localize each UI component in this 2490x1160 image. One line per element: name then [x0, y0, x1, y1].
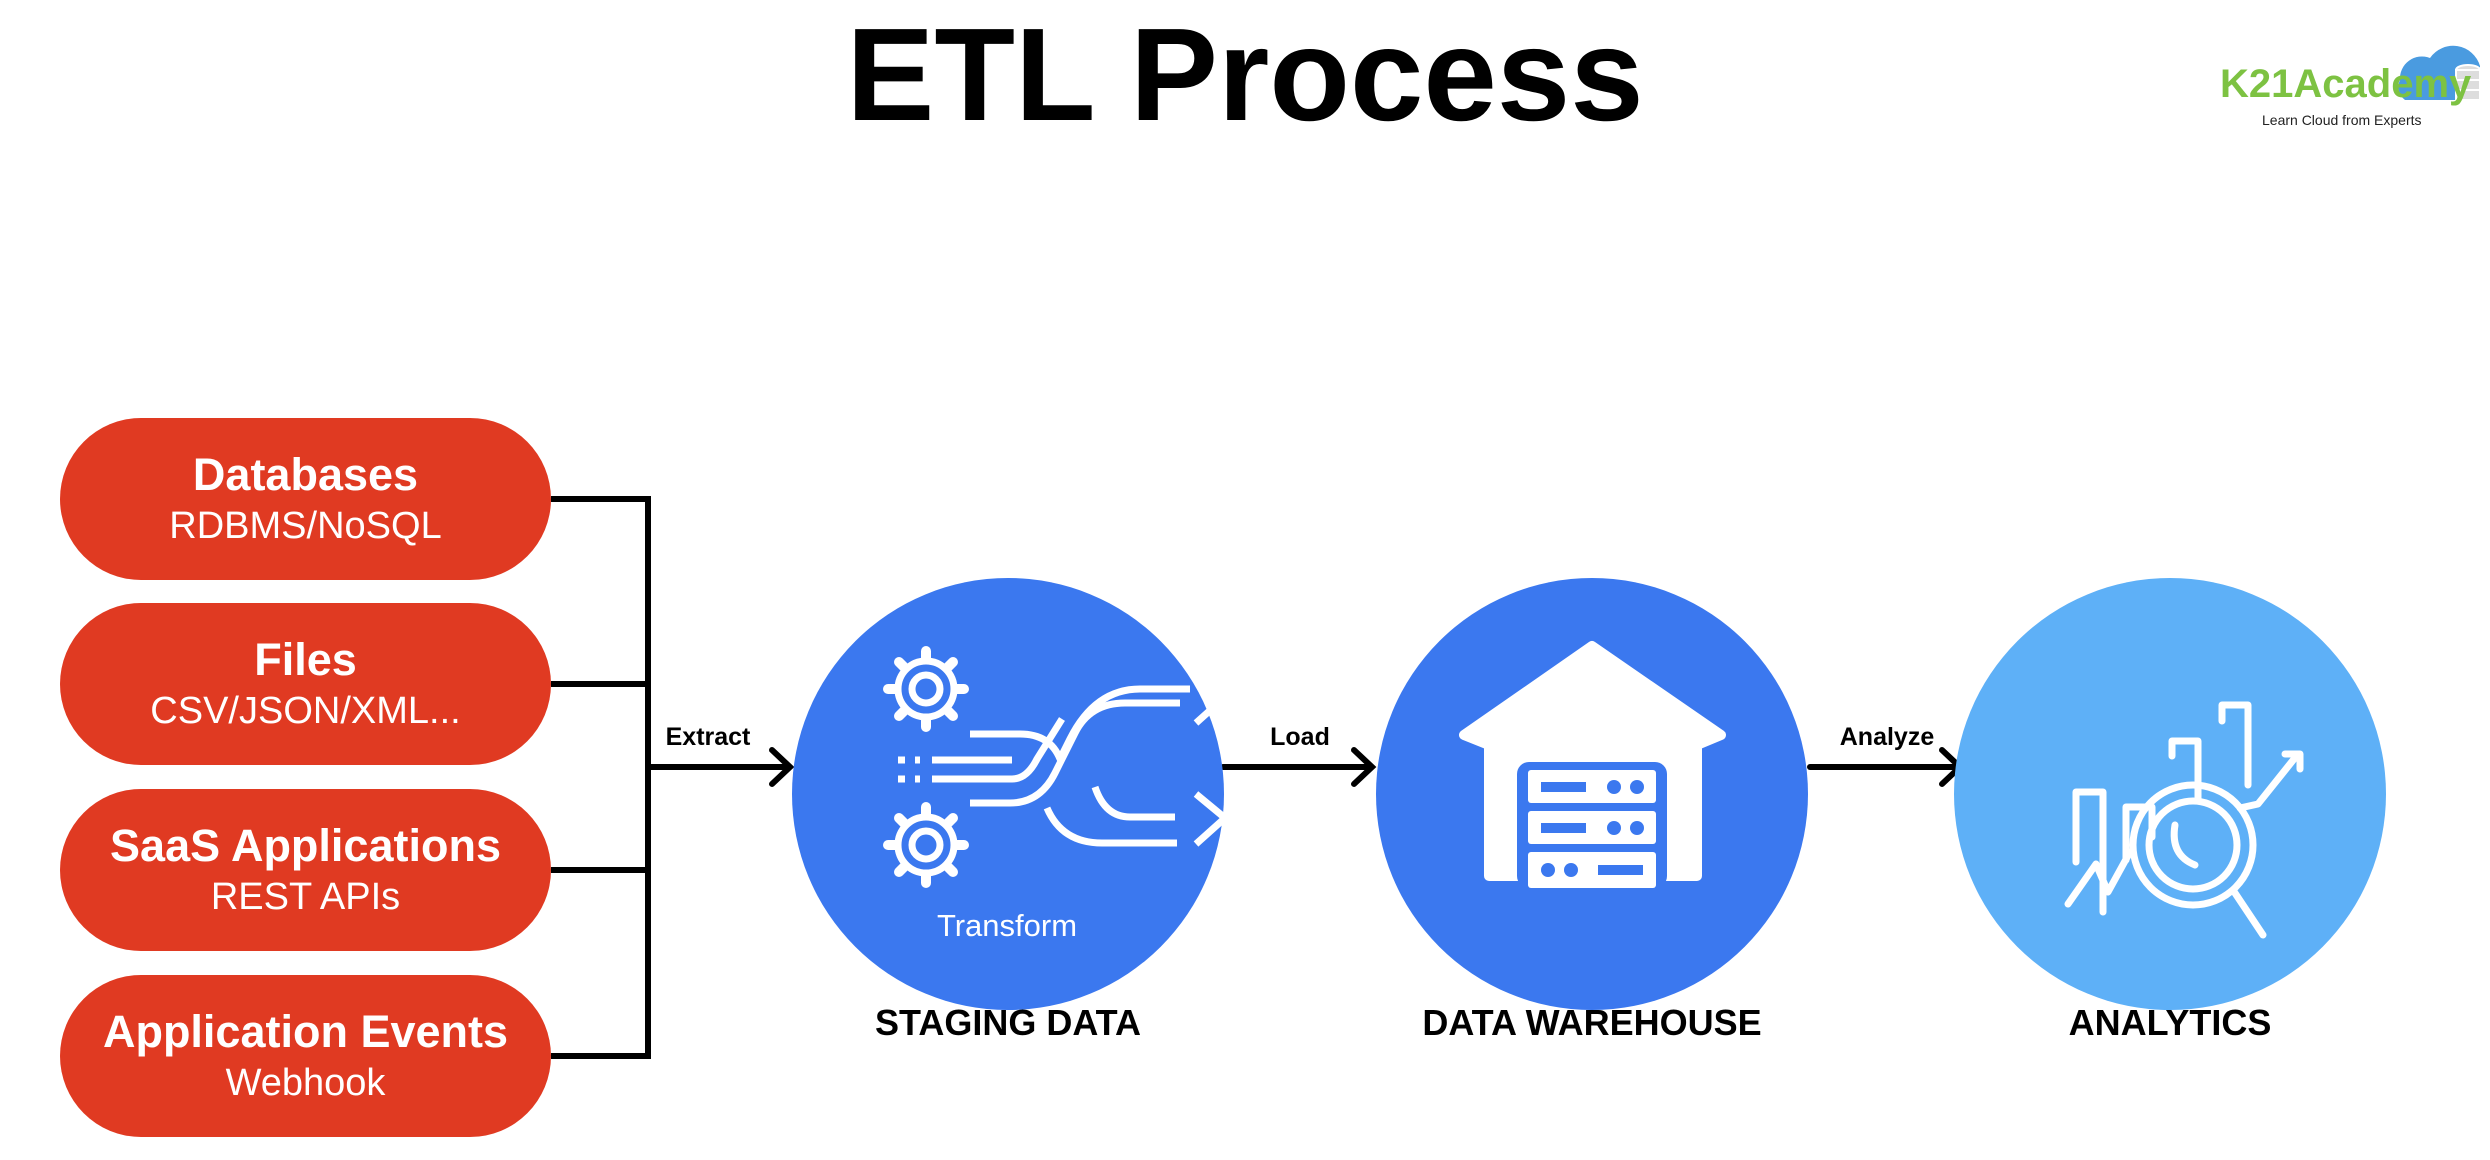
source-title: Databases [192, 449, 419, 500]
data-warehouse-label: DATA WAREHOUSE [1422, 1002, 1762, 1043]
source-subtitle: CSV/JSON/XML... [150, 690, 461, 732]
transform-flow-arrows-icon [898, 670, 1229, 847]
source-saas-applications: SaaS Applications REST APIs [60, 789, 551, 951]
staging-circle [792, 578, 1224, 1010]
extract-label: Extract [665, 723, 751, 751]
transform-label: Transform [936, 908, 1078, 943]
source-title: Files [254, 634, 357, 685]
source-subtitle: Webhook [225, 1062, 386, 1104]
source-subtitle: REST APIs [210, 876, 401, 918]
extract-arrow [645, 747, 795, 787]
warehouse-server-icon [1459, 641, 1726, 888]
analyze-label: Analyze [1839, 723, 1935, 751]
analytics-chart-magnifier-icon [2064, 701, 2304, 939]
logo-tagline: Learn Cloud from Experts [2262, 112, 2422, 128]
page-title: ETL Process [846, 1, 1644, 148]
source-title: Application Events [102, 1006, 509, 1057]
analytics-circle [1954, 578, 2386, 1010]
staging-data-label: STAGING DATA [875, 1002, 1141, 1043]
logo-cloud-icon [2398, 45, 2480, 101]
source-title: SaaS Applications [110, 820, 501, 871]
load-arrow [1220, 747, 1377, 787]
source-databases: Databases RDBMS/NoSQL [60, 418, 551, 580]
source-connectors [551, 496, 651, 1059]
source-subtitle: RDBMS/NoSQL [169, 505, 442, 547]
source-files: Files CSV/JSON/XML... [60, 603, 551, 765]
analyze-arrow [1807, 747, 1965, 787]
source-application-events: Application Events Webhook [60, 975, 551, 1137]
logo-text: K21Academy [2220, 62, 2472, 106]
transform-gears-icon [883, 646, 969, 888]
load-label: Load [1270, 723, 1330, 751]
analytics-label: ANALYTICS [2068, 1002, 2272, 1043]
